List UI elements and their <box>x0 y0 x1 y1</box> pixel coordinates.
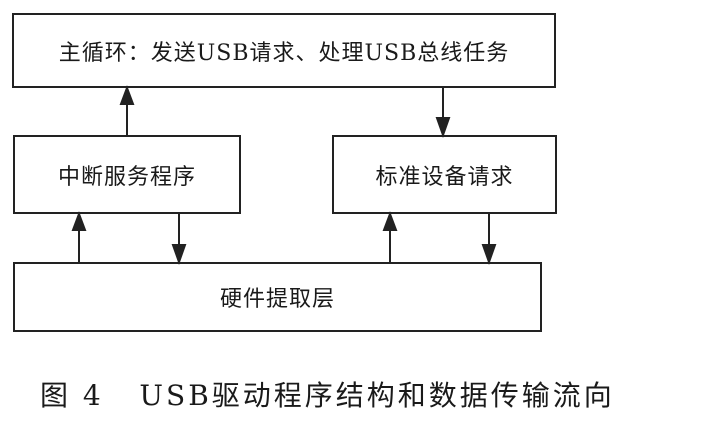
arrow-hw-to-irq <box>71 211 87 262</box>
arrow-irq-to-main <box>119 85 135 135</box>
main-loop-box: 主循环：发送USB请求、处理USB总线任务 <box>12 13 556 88</box>
hardware-layer-label: 硬件提取层 <box>219 287 335 312</box>
standard-request-box: 标准设备请求 <box>332 135 557 214</box>
hardware-layer-box: 硬件提取层 <box>13 262 542 332</box>
figure-caption: 图 4 USB驱动程序结构和数据传输流向 <box>40 379 615 412</box>
main-loop-label: 主循环：发送USB请求、处理USB总线任务 <box>58 40 510 66</box>
arrow-hw-to-std <box>382 211 398 262</box>
interrupt-service-label: 中断服务程序 <box>57 164 196 190</box>
arrow-irq-to-hw <box>171 214 187 266</box>
arrow-std-to-hw <box>481 214 497 266</box>
standard-request-label: 标准设备请求 <box>375 164 514 190</box>
arrow-main-to-std <box>435 88 451 139</box>
interrupt-service-box: 中断服务程序 <box>13 135 241 214</box>
